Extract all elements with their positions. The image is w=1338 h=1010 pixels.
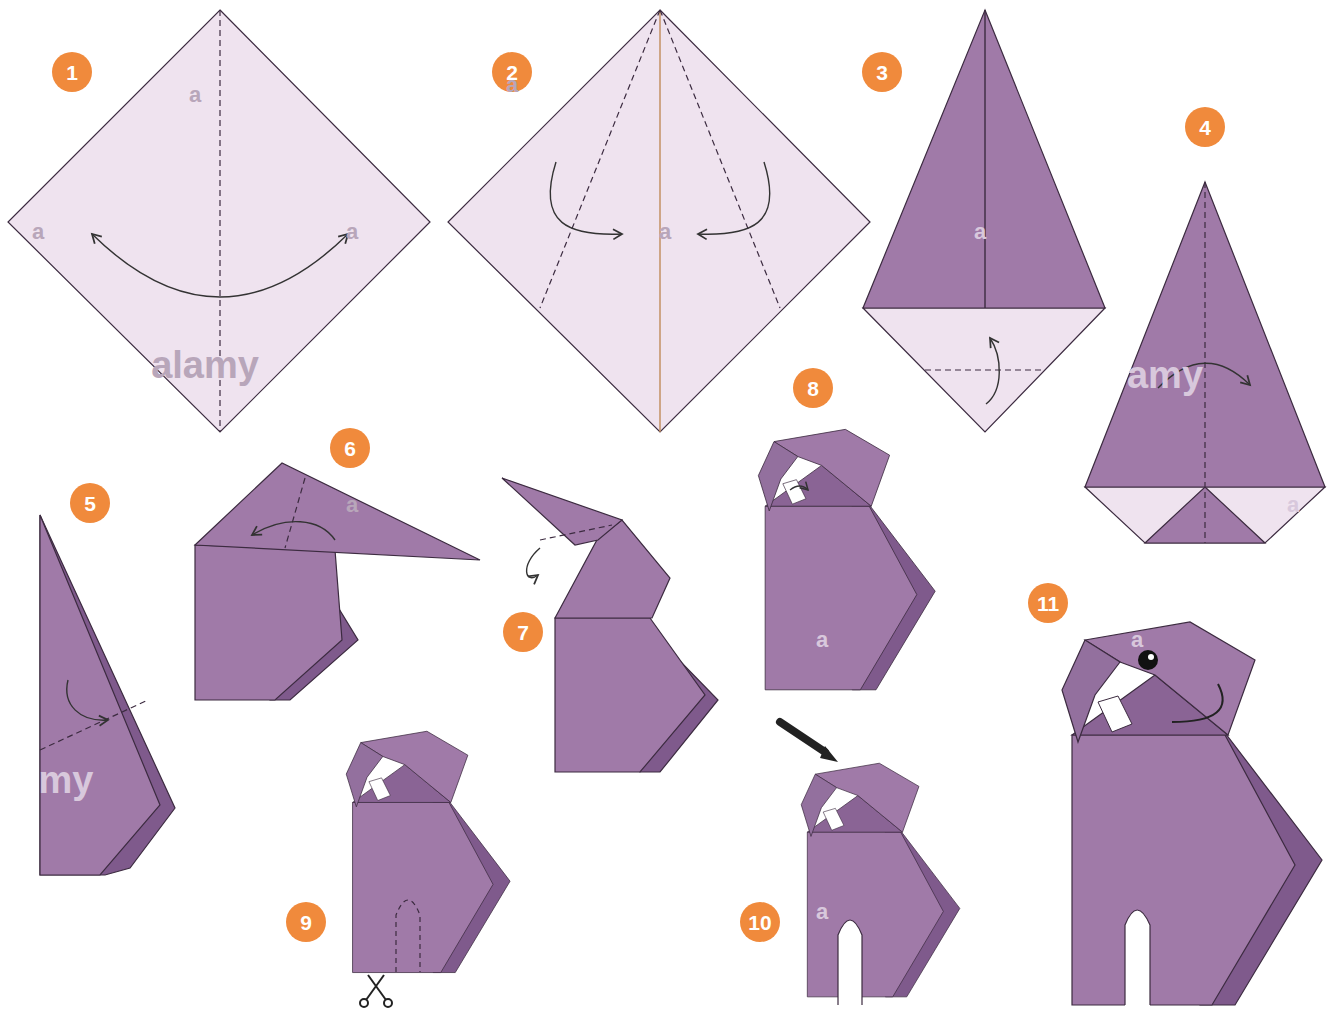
watermark: alamy (151, 344, 259, 387)
step-number-text: 4 (1199, 117, 1211, 138)
step-number: 7 (503, 612, 543, 652)
step-number-text: 6 (344, 438, 356, 459)
watermark: a (1287, 492, 1299, 518)
watermark: a (32, 219, 44, 245)
watermark: a (816, 627, 828, 653)
watermark: a (974, 219, 986, 245)
step-number: 9 (286, 902, 326, 942)
watermark: a (659, 219, 671, 245)
step-number: 5 (70, 483, 110, 523)
step-number-text: 3 (876, 62, 888, 83)
watermark: my (39, 759, 94, 802)
step-number: 3 (862, 52, 902, 92)
step-number: 1 (52, 52, 92, 92)
step-number-text: 1 (66, 62, 78, 83)
watermark: amy (1127, 354, 1203, 397)
step-number-text: 8 (807, 378, 819, 399)
step-number-text: 7 (517, 622, 529, 643)
step-number-text: 10 (748, 912, 771, 933)
watermark: a (346, 219, 358, 245)
step-number: 10 (740, 902, 780, 942)
watermark: a (506, 72, 518, 98)
step-number-text: 9 (300, 912, 312, 933)
watermark: a (1131, 627, 1143, 653)
step-number: 11 (1028, 583, 1068, 623)
watermark: a (189, 82, 201, 108)
watermark: a (346, 492, 358, 518)
step-number-text: 5 (84, 493, 96, 514)
watermark: a (816, 899, 828, 925)
step-number-text: 11 (1037, 593, 1059, 614)
step-number: 6 (330, 428, 370, 468)
step-number: 4 (1185, 107, 1225, 147)
step-number: 8 (793, 368, 833, 408)
